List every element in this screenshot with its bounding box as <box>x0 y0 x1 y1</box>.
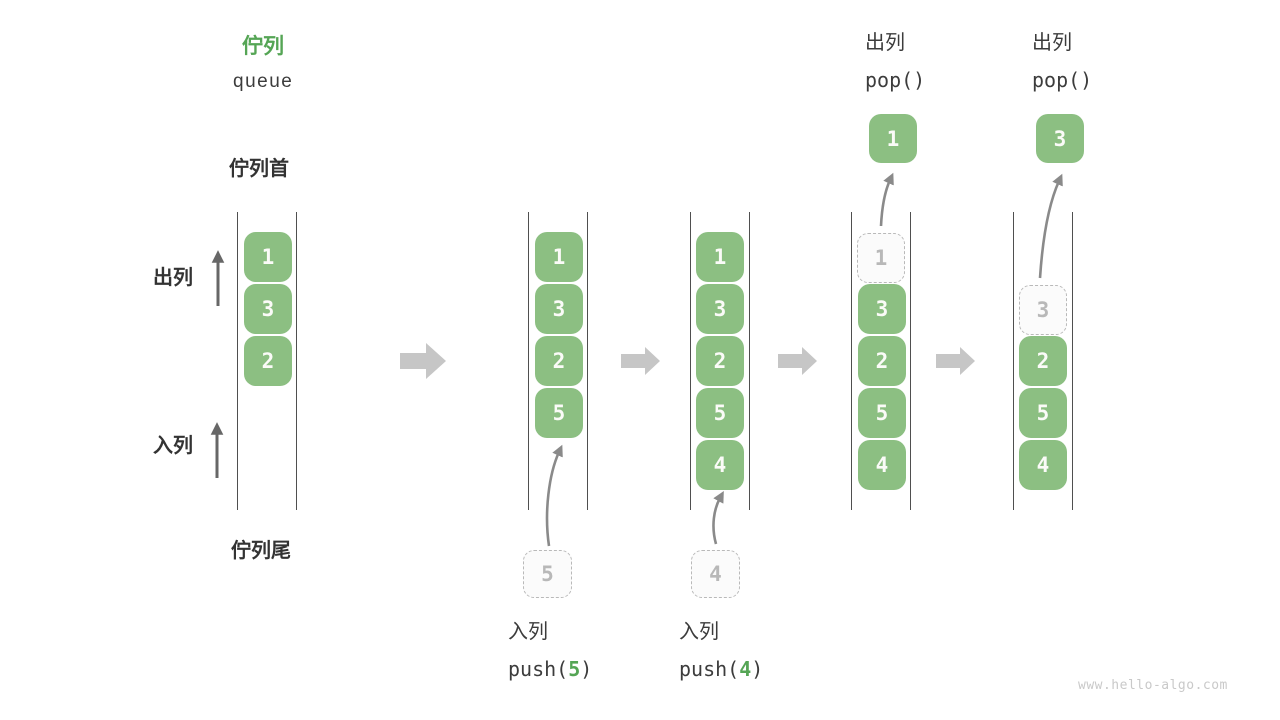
watermark: www.hello-algo.com <box>1078 678 1228 693</box>
queue-element: 2 <box>696 336 744 386</box>
queue-element: 4 <box>696 440 744 490</box>
flow-arrow-icon <box>621 347 660 375</box>
popped-element-ghost: 3 <box>1019 285 1067 335</box>
flow-arrow-icon <box>936 347 975 375</box>
push-a-fn-open: push( <box>508 657 569 681</box>
push-b-fn-open: push( <box>679 657 740 681</box>
queue-element: 3 <box>696 284 744 334</box>
push-a-arg: 5 <box>568 657 581 681</box>
enqueue-label: 入列 <box>153 435 193 457</box>
queue-element: 1 <box>244 232 292 282</box>
push-b-label: 入列 <box>679 621 719 643</box>
enqueue-element-ghost: 4 <box>691 550 740 598</box>
push-b-code: push(4) <box>679 658 763 681</box>
pop-a-code: pop() <box>865 68 926 92</box>
queue-element: 1 <box>696 232 744 282</box>
push-b-arg: 4 <box>739 657 752 681</box>
flow-arrow-icon <box>778 347 817 375</box>
popped-element-ghost: 1 <box>857 233 905 283</box>
queue-element: 3 <box>535 284 583 334</box>
queue-element: 5 <box>858 388 906 438</box>
queue-column-1 <box>237 212 297 510</box>
queue-element: 5 <box>535 388 583 438</box>
queue-element: 2 <box>858 336 906 386</box>
queue-column-5 <box>1013 212 1073 510</box>
popped-value-box: 1 <box>869 114 917 163</box>
push-a-code: push(5) <box>508 658 592 681</box>
queue-element: 1 <box>535 232 583 282</box>
title-en: queue <box>233 71 294 92</box>
queue-rear-label: 佇列尾 <box>231 540 291 562</box>
push-b-fn-close: ) <box>751 657 764 681</box>
queue-front-label: 佇列首 <box>229 158 289 180</box>
queue-element: 2 <box>244 336 292 386</box>
push-a-fn-close: ) <box>580 657 593 681</box>
queue-column-2 <box>528 212 588 510</box>
queue-element: 2 <box>535 336 583 386</box>
queue-element: 4 <box>1019 440 1067 490</box>
title-zh: 佇列 <box>242 35 284 58</box>
pop-a-label: 出列 <box>865 32 905 54</box>
popped-value-box: 3 <box>1036 114 1084 163</box>
queue-element: 5 <box>1019 388 1067 438</box>
enqueue-element-ghost: 5 <box>523 550 572 598</box>
queue-element: 4 <box>858 440 906 490</box>
queue-column-3 <box>690 212 750 510</box>
dequeue-label: 出列 <box>153 267 193 289</box>
queue-column-4 <box>851 212 911 510</box>
pop-b-code: pop() <box>1032 68 1093 92</box>
queue-element: 3 <box>858 284 906 334</box>
flow-arrow-icon <box>400 343 446 379</box>
queue-element: 5 <box>696 388 744 438</box>
push-a-label: 入列 <box>508 621 548 643</box>
queue-element: 3 <box>244 284 292 334</box>
pop-b-label: 出列 <box>1032 32 1072 54</box>
queue-element: 2 <box>1019 336 1067 386</box>
